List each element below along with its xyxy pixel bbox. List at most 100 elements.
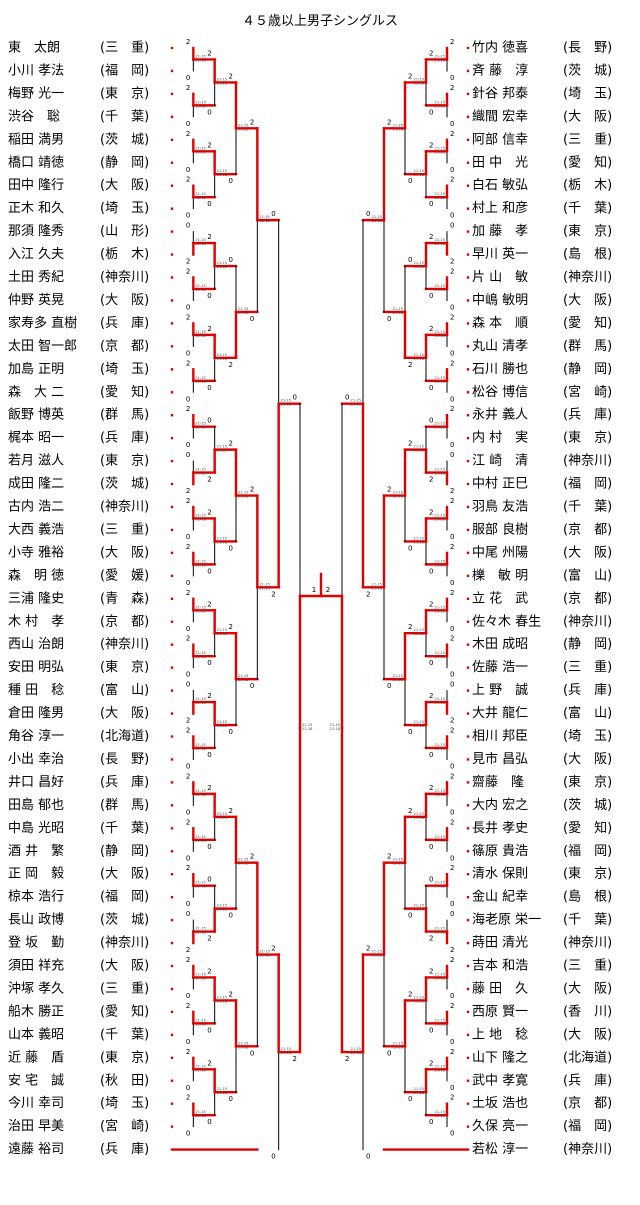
- left-player-name: 沖塚 孝久: [8, 981, 64, 996]
- score: 2: [229, 990, 233, 998]
- game-score: 21-15: [393, 123, 403, 127]
- score: 2: [429, 1059, 433, 1067]
- right-player-name: 櫟 敏 明: [472, 567, 528, 583]
- score: 0: [207, 843, 211, 851]
- left-player-prefecture: (神奈川): [100, 936, 149, 951]
- right-player-prefecture: (香 川): [563, 1004, 612, 1019]
- left-player-prefecture: (福 岡): [100, 890, 149, 905]
- game-score: 21-15: [195, 146, 205, 150]
- left-player-name: 橋口 靖徳: [8, 155, 64, 170]
- game-score: 21-18: [414, 632, 425, 636]
- score: 0: [429, 659, 433, 667]
- score: 0: [186, 1084, 190, 1092]
- left-player-prefecture: (東 京): [100, 1049, 149, 1065]
- game-score: 21-18: [414, 816, 425, 820]
- score: 0: [207, 200, 211, 208]
- game-score: 21-15: [435, 468, 445, 472]
- right-player-prefecture: (富 山): [563, 705, 612, 721]
- score: 2: [429, 233, 433, 241]
- score: 0: [293, 394, 297, 402]
- game-score: 21-15: [435, 1018, 445, 1022]
- right-player-name: 阿部 信幸: [472, 132, 528, 147]
- score: 0: [450, 1084, 454, 1092]
- score: 2: [207, 476, 211, 484]
- game-score: 21-18: [435, 334, 446, 338]
- right-player-name: 江 崎 清: [472, 454, 528, 469]
- game-score: 21-18: [281, 403, 292, 407]
- right-player-name: 針谷 邦泰: [472, 86, 528, 101]
- game-score: 21-18: [195, 747, 206, 751]
- game-score: 21-18: [393, 678, 404, 682]
- score: 2: [186, 589, 190, 597]
- score: 2: [450, 38, 454, 46]
- score: 2: [429, 141, 433, 149]
- game-score: 21-18: [195, 885, 206, 889]
- score: 2: [186, 84, 190, 92]
- game-score: 21-15: [414, 904, 424, 908]
- right-player-prefecture: (北海道): [563, 1050, 612, 1065]
- score: 0: [250, 1049, 254, 1057]
- left-player-name: 正木 和久: [8, 201, 64, 216]
- score: 2: [250, 853, 254, 861]
- left-player-prefecture: (愛 知): [100, 1003, 149, 1019]
- score: 2: [450, 727, 454, 735]
- game-score: 21-15: [195, 54, 205, 58]
- score: 0: [450, 625, 454, 633]
- game-score: 21-18: [435, 58, 446, 62]
- left-player-prefecture: (千 葉): [100, 1027, 149, 1042]
- right-player-name: 佐藤 浩一: [472, 660, 528, 675]
- score: 0: [207, 567, 211, 575]
- right-player-prefecture: (富 山): [563, 567, 612, 583]
- left-player-prefecture: (群 馬): [100, 798, 149, 813]
- game-score: 21-18: [195, 58, 206, 62]
- score: 2: [429, 967, 433, 975]
- game-score: 21-15: [435, 743, 445, 747]
- right-player-prefecture: (大 阪): [563, 1027, 612, 1042]
- score: 0: [207, 659, 211, 667]
- right-player-name: 服部 良樹: [472, 521, 528, 537]
- game-score: 21-15: [195, 559, 205, 563]
- left-player-name: 稲田 満男: [8, 132, 64, 147]
- game-score: 21-15: [435, 697, 445, 701]
- right-player-name: 西原 賢一: [472, 1004, 528, 1019]
- game-score: 21-15: [195, 743, 205, 747]
- score: 0: [450, 808, 454, 816]
- game-score: 21-18: [195, 104, 206, 108]
- score: 2: [186, 946, 190, 954]
- score: 2: [450, 946, 454, 954]
- score: 2: [429, 49, 433, 57]
- game-score: 21-15: [195, 1064, 205, 1068]
- score: 0: [387, 315, 391, 323]
- score: 2: [450, 258, 454, 266]
- score: 0: [450, 854, 454, 862]
- right-player-name: 片 山 敏: [472, 270, 528, 285]
- score: 0: [186, 451, 190, 459]
- game-score: 21-18: [435, 288, 446, 292]
- game-score: 21-18: [238, 127, 249, 131]
- game-score: 21-18: [435, 701, 446, 705]
- left-player-prefecture: (兵 庫): [100, 775, 149, 790]
- right-player-prefecture: (埼 玉): [563, 729, 612, 744]
- game-score: 21-15: [393, 491, 403, 495]
- game-score: 21-15: [435, 881, 445, 885]
- score: 2: [345, 1055, 349, 1063]
- game-score: 21-18: [217, 999, 228, 1003]
- score: 2: [450, 176, 454, 184]
- score: 2: [387, 853, 391, 861]
- game-score: 21-15: [414, 812, 424, 816]
- score: 2: [450, 84, 454, 92]
- right-player-name: 土坂 浩也: [472, 1096, 528, 1111]
- score: 0: [450, 762, 454, 770]
- right-player-name: 蒔田 清光: [472, 936, 528, 951]
- game-score: 21-15: [372, 215, 382, 219]
- score: 2: [207, 935, 211, 943]
- score: 0: [229, 177, 233, 185]
- game-score: 21-15: [435, 789, 445, 793]
- game-score: 21-15: [351, 1047, 361, 1051]
- game-score: 21-15: [435, 330, 445, 334]
- score: 0: [450, 671, 454, 679]
- score: 0: [271, 1153, 275, 1161]
- score: 0: [450, 222, 454, 230]
- score: 0: [429, 200, 433, 208]
